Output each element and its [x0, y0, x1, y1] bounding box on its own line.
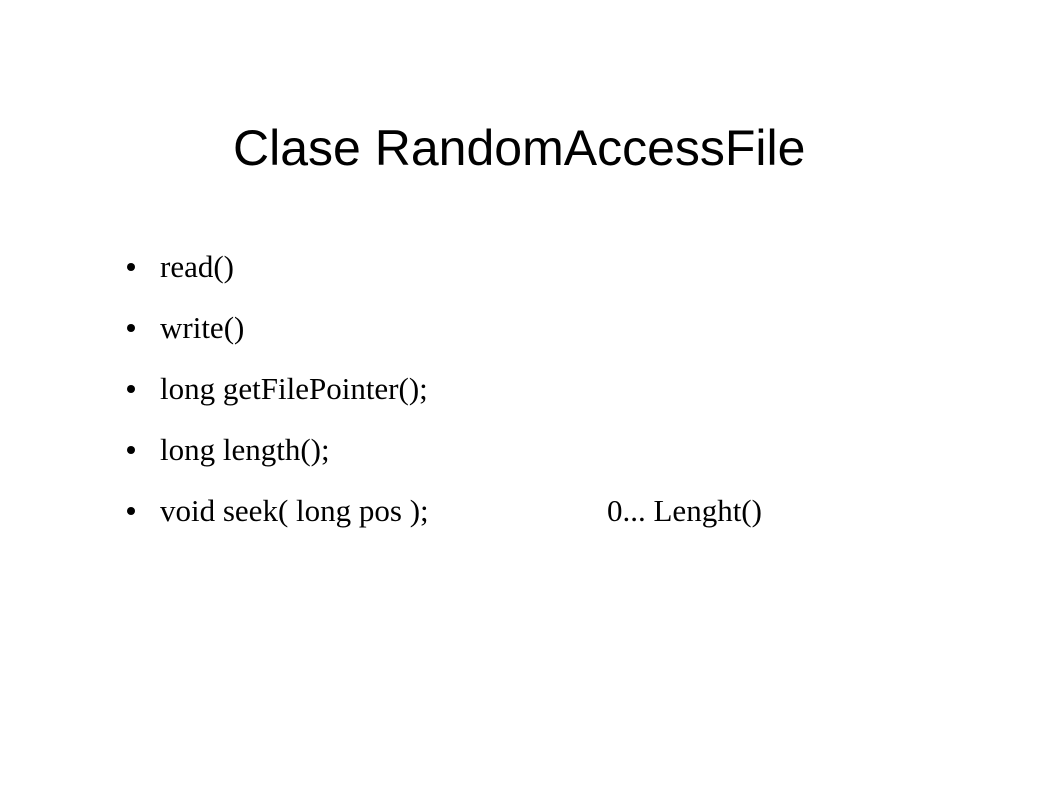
- bullet-text: long getFilePointer();: [160, 370, 428, 406]
- bullet-dot-icon: [127, 445, 135, 454]
- bullet-note-range: 0... Lenght(): [607, 492, 762, 528]
- bullet-dot-icon: [127, 506, 135, 515]
- bullet-text: write(): [160, 309, 245, 345]
- bullet-dot-icon: [127, 384, 135, 393]
- slide-title: Clase RandomAccessFile: [233, 120, 806, 176]
- bullet-dot-icon: [127, 262, 135, 271]
- bullet-text: void seek( long pos );: [160, 492, 429, 528]
- bullet-dot-icon: [127, 323, 135, 332]
- bullet-text: long length();: [160, 431, 330, 467]
- bullet-text: read(): [160, 248, 234, 284]
